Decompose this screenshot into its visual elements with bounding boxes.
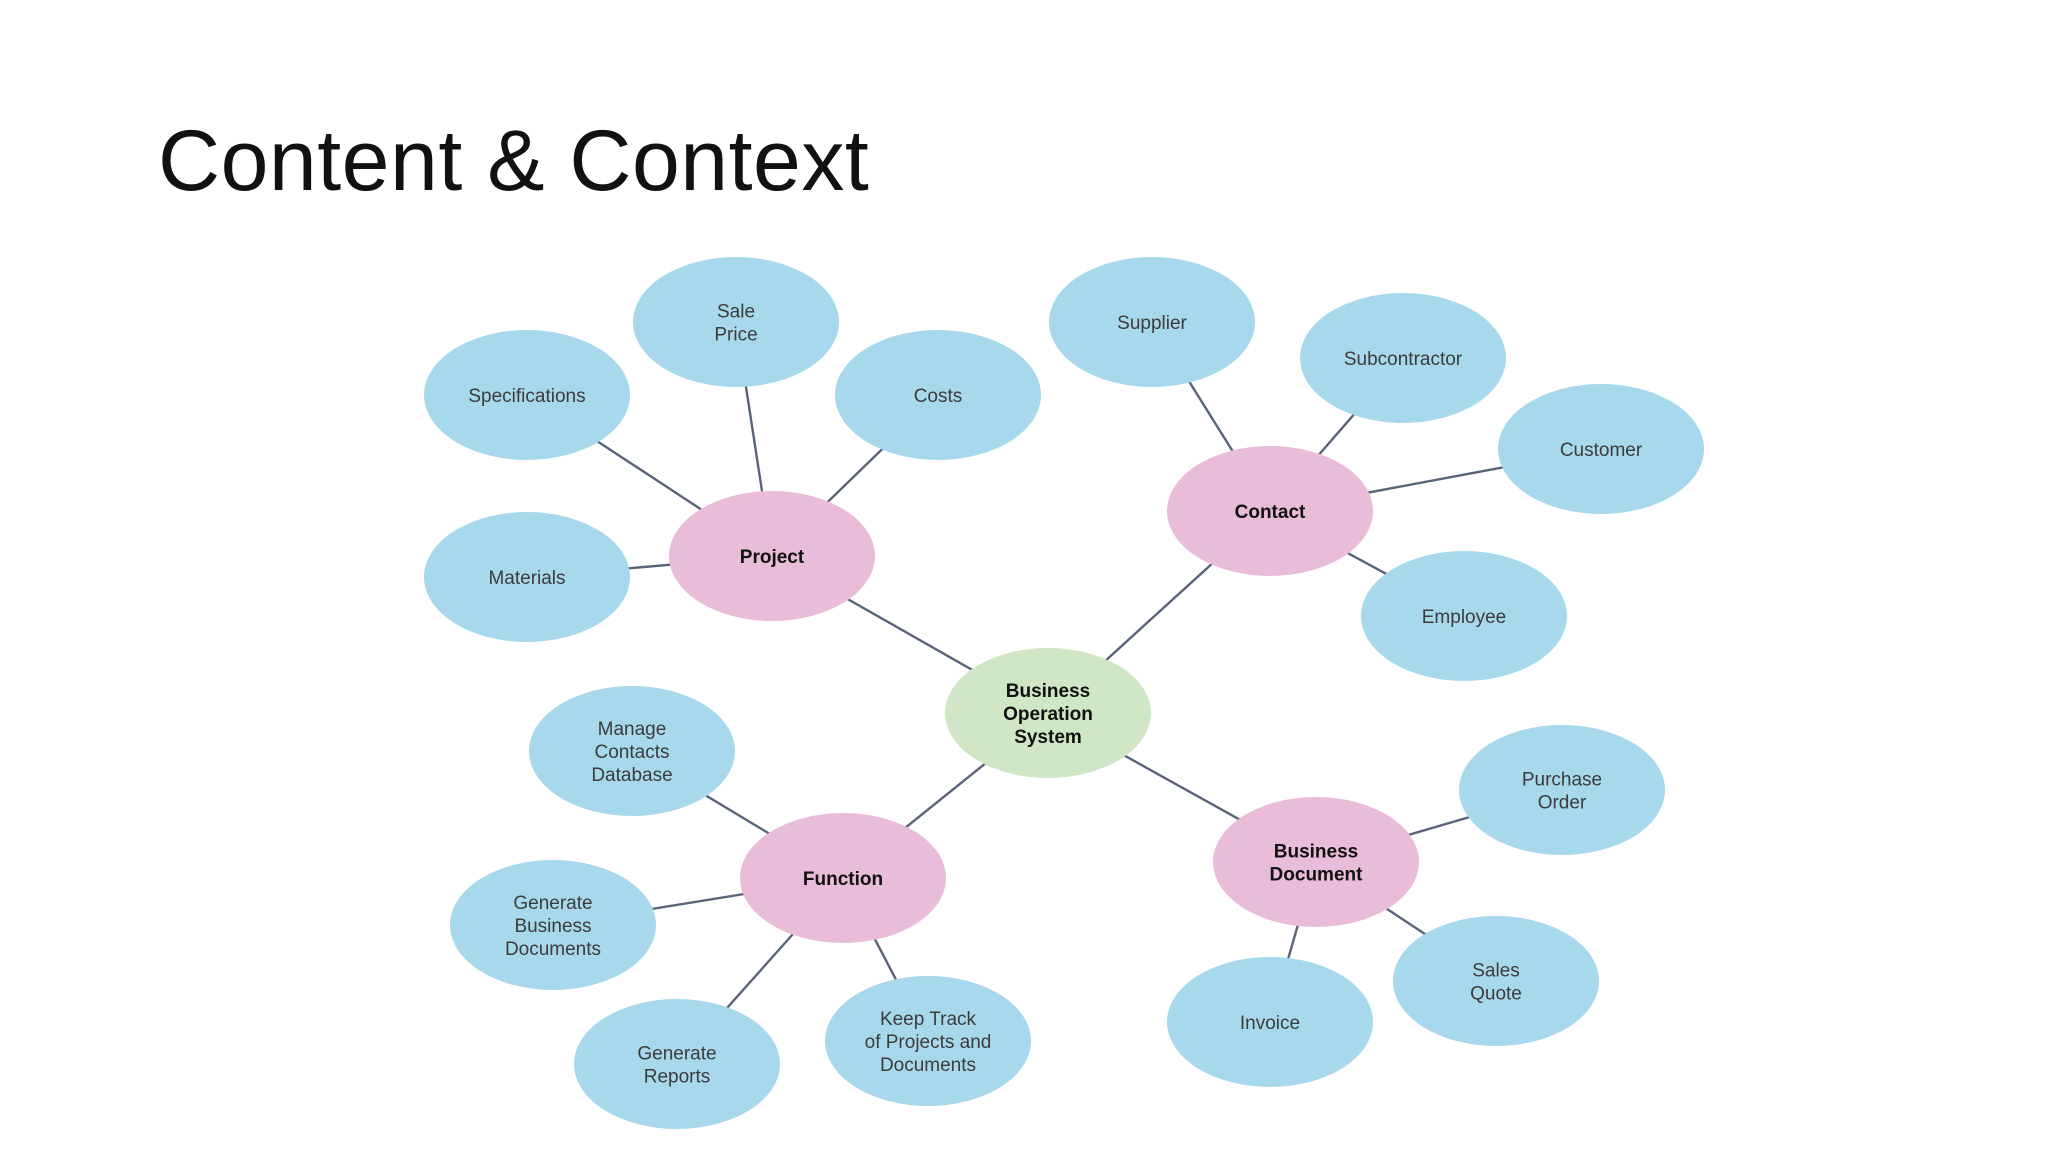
node-shape-subcontractor <box>1300 293 1506 423</box>
node-label-business-operation-system: System <box>1014 727 1082 748</box>
node-label-supplier: Supplier <box>1117 313 1187 334</box>
node-label-keep-track: Keep Track <box>880 1009 977 1030</box>
node-label-purchase-order: Order <box>1538 793 1587 814</box>
node-shape-contact <box>1167 446 1373 576</box>
node-shape-purchase-order <box>1459 725 1665 855</box>
node-label-sales-quote: Sales <box>1472 961 1520 982</box>
node-contact: Contact <box>1167 446 1373 576</box>
node-invoice: Invoice <box>1167 957 1373 1087</box>
node-shape-business-operation-system <box>945 648 1151 778</box>
node-shape-project <box>669 491 875 621</box>
node-supplier: Supplier <box>1049 257 1255 387</box>
node-shape-manage-contacts-database <box>529 686 735 816</box>
node-label-manage-contacts-database: Manage <box>598 719 667 740</box>
node-label-costs: Costs <box>914 386 963 407</box>
slide-title: Content & Context <box>158 113 870 209</box>
node-label-materials: Materials <box>488 568 565 589</box>
node-label-manage-contacts-database: Contacts <box>595 742 670 763</box>
node-label-sales-quote: Quote <box>1470 984 1522 1005</box>
node-label-business-operation-system: Operation <box>1003 704 1093 725</box>
node-subcontractor: Subcontractor <box>1300 293 1506 423</box>
node-employee: Employee <box>1361 551 1567 681</box>
node-specifications: Specifications <box>424 330 630 460</box>
node-function: Function <box>740 813 946 943</box>
node-label-function: Function <box>803 869 883 890</box>
node-label-business-operation-system: Business <box>1006 681 1090 702</box>
nodes: BusinessOperationSystemProjectSalePriceS… <box>424 257 1704 1129</box>
node-label-generate-reports: Reports <box>644 1067 711 1088</box>
node-shape-materials <box>424 512 630 642</box>
node-customer: Customer <box>1498 384 1704 514</box>
node-shape-sales-quote <box>1393 916 1599 1046</box>
node-label-sale-price: Price <box>714 325 757 346</box>
node-costs: Costs <box>835 330 1041 460</box>
node-shape-costs <box>835 330 1041 460</box>
node-label-purchase-order: Purchase <box>1522 770 1602 791</box>
node-shape-supplier <box>1049 257 1255 387</box>
node-shape-generate-reports <box>574 999 780 1129</box>
node-label-invoice: Invoice <box>1240 1013 1300 1034</box>
node-shape-invoice <box>1167 957 1373 1087</box>
node-shape-employee <box>1361 551 1567 681</box>
node-label-specifications: Specifications <box>468 386 585 407</box>
node-label-sale-price: Sale <box>717 302 755 323</box>
node-label-generate-business-documents: Business <box>514 916 591 937</box>
node-shape-function <box>740 813 946 943</box>
node-label-manage-contacts-database: Database <box>591 765 672 786</box>
node-label-generate-reports: Generate <box>637 1044 716 1065</box>
node-shape-generate-business-documents <box>450 860 656 990</box>
node-shape-specifications <box>424 330 630 460</box>
node-label-generate-business-documents: Documents <box>505 939 601 960</box>
node-label-business-document: Document <box>1270 865 1364 886</box>
node-label-employee: Employee <box>1422 607 1507 628</box>
node-label-keep-track: of Projects and <box>865 1032 992 1053</box>
node-shape-customer <box>1498 384 1704 514</box>
node-project: Project <box>669 491 875 621</box>
node-label-project: Project <box>740 547 805 568</box>
node-label-generate-business-documents: Generate <box>513 893 592 914</box>
node-shape-sale-price <box>633 257 839 387</box>
node-label-customer: Customer <box>1560 440 1643 461</box>
node-materials: Materials <box>424 512 630 642</box>
node-shape-business-document <box>1213 797 1419 927</box>
node-shape-keep-track <box>825 976 1031 1106</box>
node-label-contact: Contact <box>1235 502 1306 523</box>
node-label-keep-track: Documents <box>880 1055 976 1076</box>
node-label-business-document: Business <box>1274 842 1358 863</box>
node-label-subcontractor: Subcontractor <box>1344 349 1463 370</box>
